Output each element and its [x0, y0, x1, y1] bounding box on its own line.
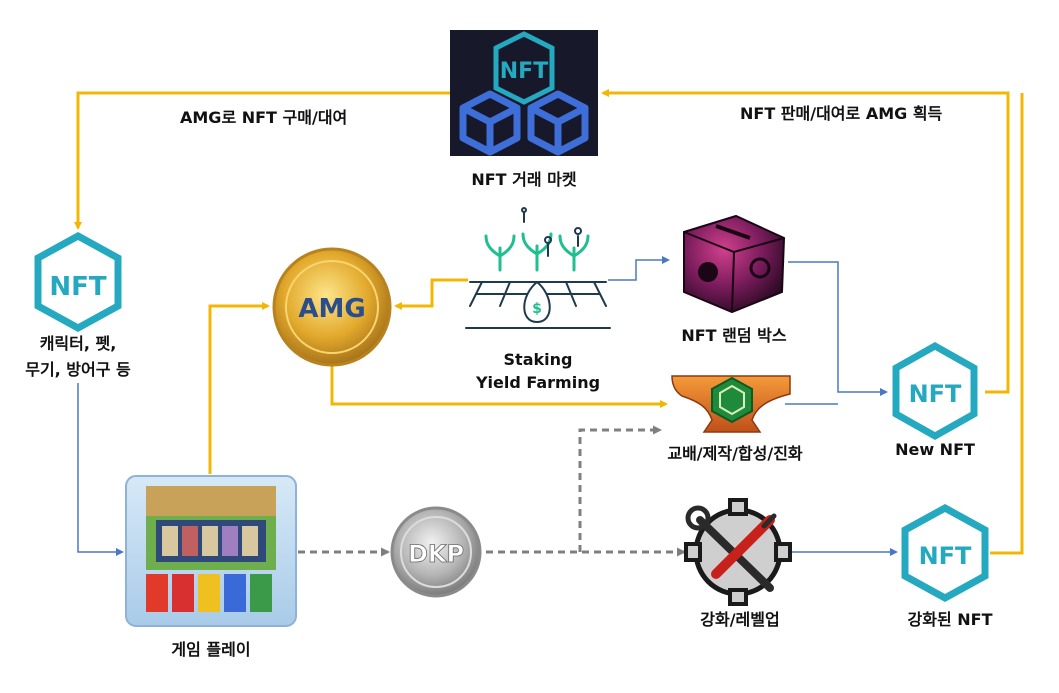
- upgrade-label: 강화/레벨업: [700, 610, 780, 629]
- amg-coin-icon: AMG: [272, 247, 392, 367]
- new-nft-label: New NFT: [895, 440, 975, 459]
- upgraded-nft-icon-text: NFT: [919, 542, 972, 570]
- upgraded-nft-label: 강화된 NFT: [907, 610, 993, 629]
- characters-nft-text: NFT: [49, 272, 107, 302]
- flow-dkp-to-exchange: [578, 425, 662, 552]
- exchange-label: 교배/제작/합성/진화: [667, 444, 803, 463]
- flow-randombox-to-new-nft: [788, 261, 888, 396]
- characters-label-line1: 캐릭터, 펫,: [39, 334, 117, 353]
- new-nft-icon-text: NFT: [909, 380, 962, 408]
- characters-nft-icon: NFT: [34, 232, 122, 332]
- upgraded-nft-icon: NFT: [901, 504, 989, 602]
- market-nft-text: NFT: [500, 59, 548, 84]
- flow-upgraded-nft-to-market: [990, 93, 1024, 555]
- sell-rent-label: NFT 판매/대여로 AMG 획득: [740, 104, 943, 123]
- buy-rent-label: AMG로 NFT 구매/대여: [180, 108, 348, 127]
- flow-characters-to-game: [77, 383, 124, 556]
- amg-coin-text: AMG: [298, 294, 365, 324]
- game-play-label: 게임 플레이: [171, 640, 251, 659]
- new-nft-icon: NFT: [892, 341, 978, 441]
- flow-staking-to-amg: [394, 278, 468, 310]
- staking-label-line1: Staking: [503, 350, 573, 369]
- upgrade-gear-wrench-icon: [684, 498, 792, 606]
- characters-label-line2: 무기, 방어구 등: [25, 360, 131, 379]
- anvil-exchange-icon: [671, 375, 791, 433]
- flow-new-nft-to-market: [601, 89, 1010, 394]
- dkp-coin-text: DKP: [408, 540, 464, 568]
- flow-game-to-amg: [208, 302, 270, 474]
- staking-icon: $: [465, 207, 611, 329]
- market-label: NFT 거래 마켓: [471, 170, 577, 189]
- flow-staking-to-randombox: [608, 256, 670, 281]
- staking-label-line2: Yield Farming: [475, 373, 601, 392]
- random-box-dice-icon: [683, 214, 786, 314]
- flow-amg-to-exchange: [330, 362, 668, 408]
- nft-market-icon: NFT: [450, 30, 598, 156]
- dkp-coin-icon: DKP: [390, 506, 482, 598]
- flow-market-to-characters: [74, 91, 450, 230]
- game-play-thumbnail: [125, 475, 297, 627]
- random-box-label: NFT 랜덤 박스: [681, 326, 787, 345]
- staking-dollar-icon: $: [532, 301, 542, 317]
